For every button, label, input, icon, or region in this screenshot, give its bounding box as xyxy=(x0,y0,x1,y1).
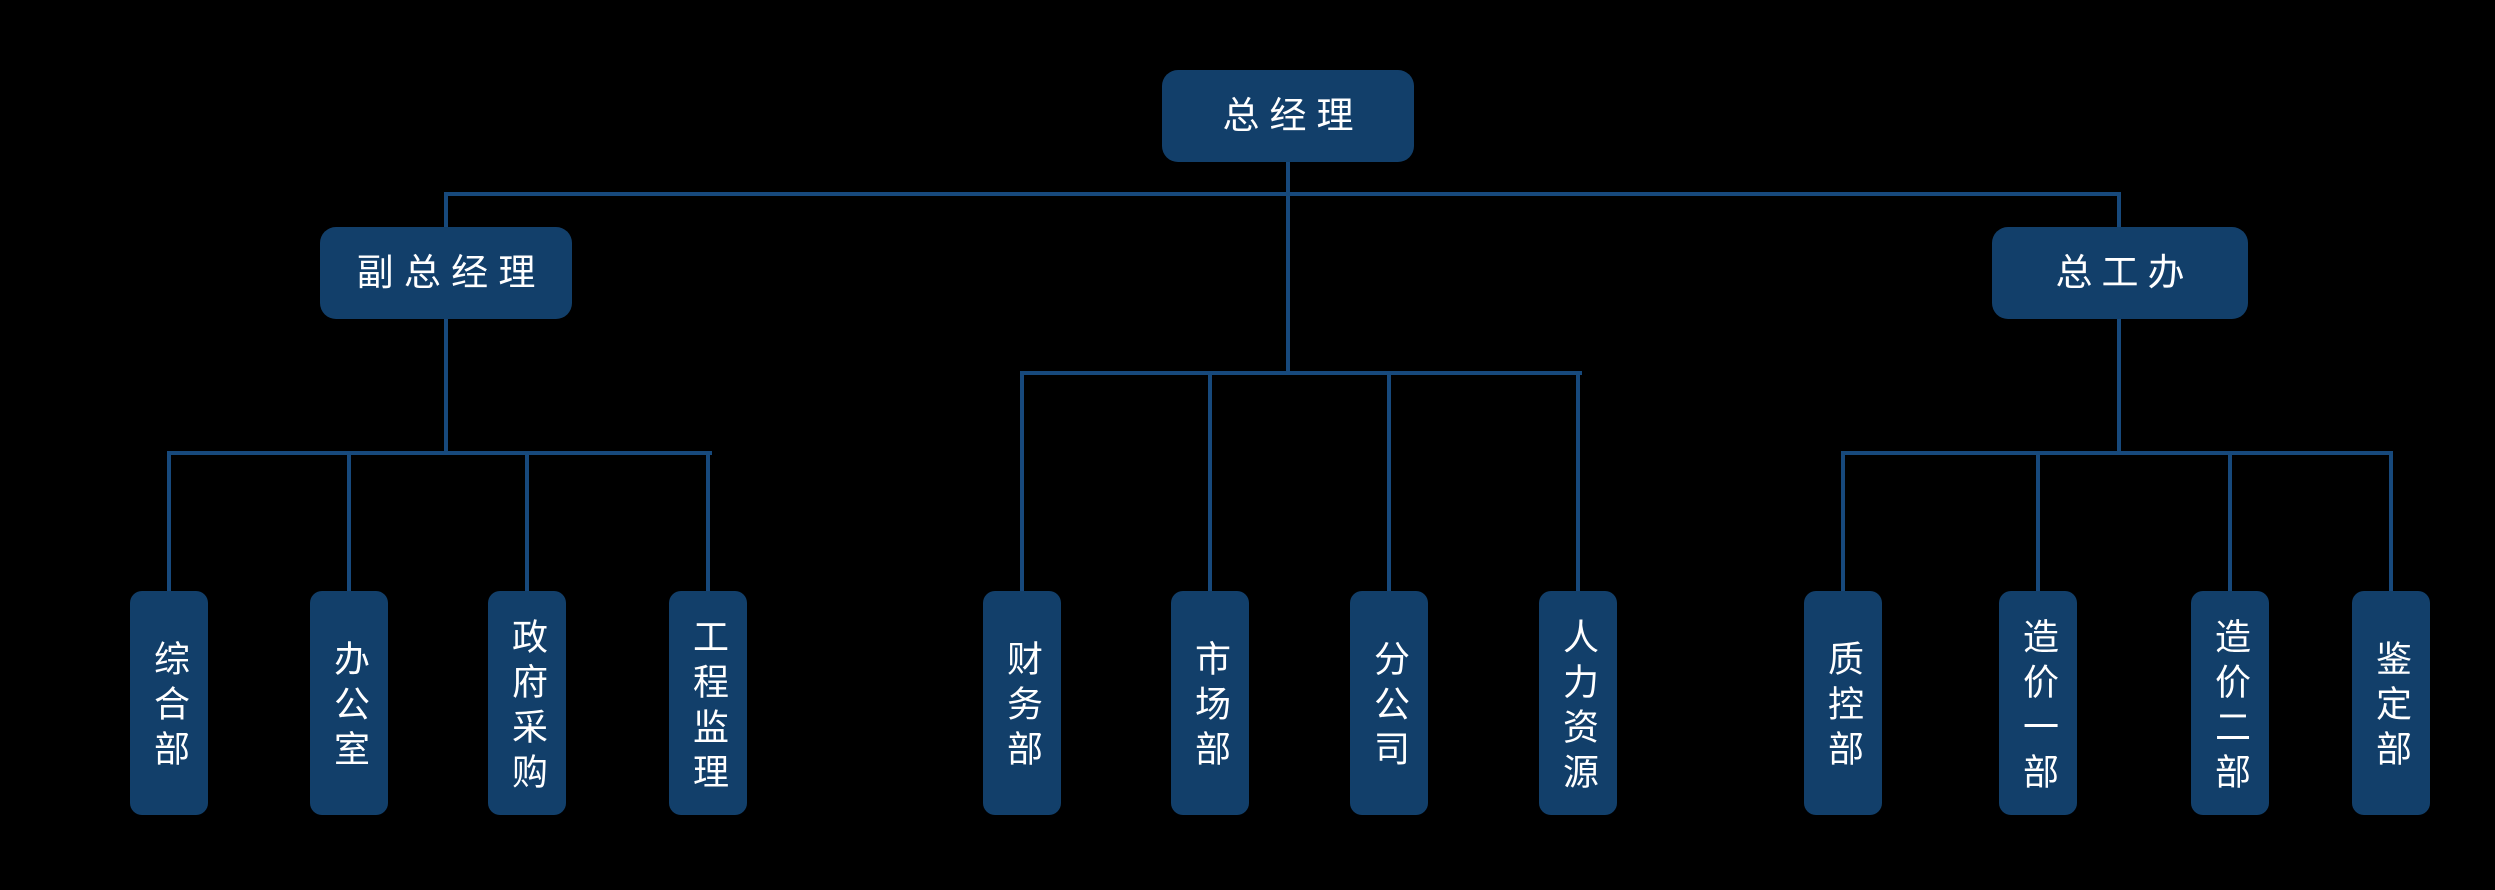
node-label: 办公室 xyxy=(329,640,370,775)
node-dept-office: 办公室 xyxy=(310,591,388,815)
edge-right-drop-2 xyxy=(2036,451,2040,593)
node-label: 副 总 经 理 xyxy=(356,251,536,293)
node-dept-finance: 财务部 xyxy=(983,591,1061,815)
edge-middle-drop-3 xyxy=(1387,371,1391,593)
edge-left-bus xyxy=(167,451,712,455)
node-chief-engineer-office: 总工办 xyxy=(1992,227,2248,319)
node-label: 总工办 xyxy=(2055,251,2194,293)
edge-middle-bus xyxy=(1020,371,1582,375)
edge-right-drop-4 xyxy=(2389,451,2393,593)
node-label: 造价二部 xyxy=(2210,617,2251,798)
node-label: 政府采购 xyxy=(507,617,548,798)
edge-left-drop-1 xyxy=(167,451,171,593)
edge-middle-drop-2 xyxy=(1208,371,1212,593)
node-label: 质控部 xyxy=(1823,640,1864,775)
node-dept-cost-estimation-2: 造价二部 xyxy=(2191,591,2269,815)
edge-left-drop-3 xyxy=(525,451,529,593)
node-dept-engineering-supervision: 工程监理 xyxy=(669,591,747,815)
node-label: 鉴定部 xyxy=(2371,640,2412,775)
node-label: 分公司 xyxy=(1369,640,1410,775)
node-label: 综合部 xyxy=(149,640,190,775)
edge-deputy-drop xyxy=(444,192,448,229)
node-label: 财务部 xyxy=(1002,640,1043,775)
node-deputy-general-manager: 副 总 经 理 xyxy=(320,227,572,319)
edge-left-drop-4 xyxy=(706,451,710,593)
node-label: 工程监理 xyxy=(688,617,729,798)
node-label: 市场部 xyxy=(1190,640,1231,775)
node-dept-branch-company: 分公司 xyxy=(1350,591,1428,815)
node-dept-marketing: 市场部 xyxy=(1171,591,1249,815)
edge-root-down xyxy=(1286,161,1290,375)
node-dept-cost-estimation-1: 造价一部 xyxy=(1999,591,2077,815)
node-label: 造价一部 xyxy=(2018,617,2059,798)
edge-chief-down xyxy=(2117,318,2121,455)
node-dept-government-procurement: 政府采购 xyxy=(488,591,566,815)
node-dept-human-resources: 人力资源 xyxy=(1539,591,1617,815)
edge-right-drop-1 xyxy=(1841,451,1845,593)
node-dept-quality-control: 质控部 xyxy=(1804,591,1882,815)
node-dept-general-affairs: 综合部 xyxy=(130,591,208,815)
node-general-manager: 总经理 xyxy=(1162,70,1414,162)
node-dept-appraisal: 鉴定部 xyxy=(2352,591,2430,815)
node-label: 总经理 xyxy=(1222,94,1364,136)
edge-middle-drop-1 xyxy=(1020,371,1024,593)
edge-top-bus xyxy=(444,192,2121,196)
edge-right-drop-3 xyxy=(2228,451,2232,593)
edge-right-bus xyxy=(1841,451,2393,455)
edge-chief-drop xyxy=(2117,192,2121,229)
node-label: 人力资源 xyxy=(1558,617,1599,798)
edge-middle-drop-4 xyxy=(1576,371,1580,593)
edge-deputy-down xyxy=(444,318,448,455)
edge-left-drop-2 xyxy=(347,451,351,593)
